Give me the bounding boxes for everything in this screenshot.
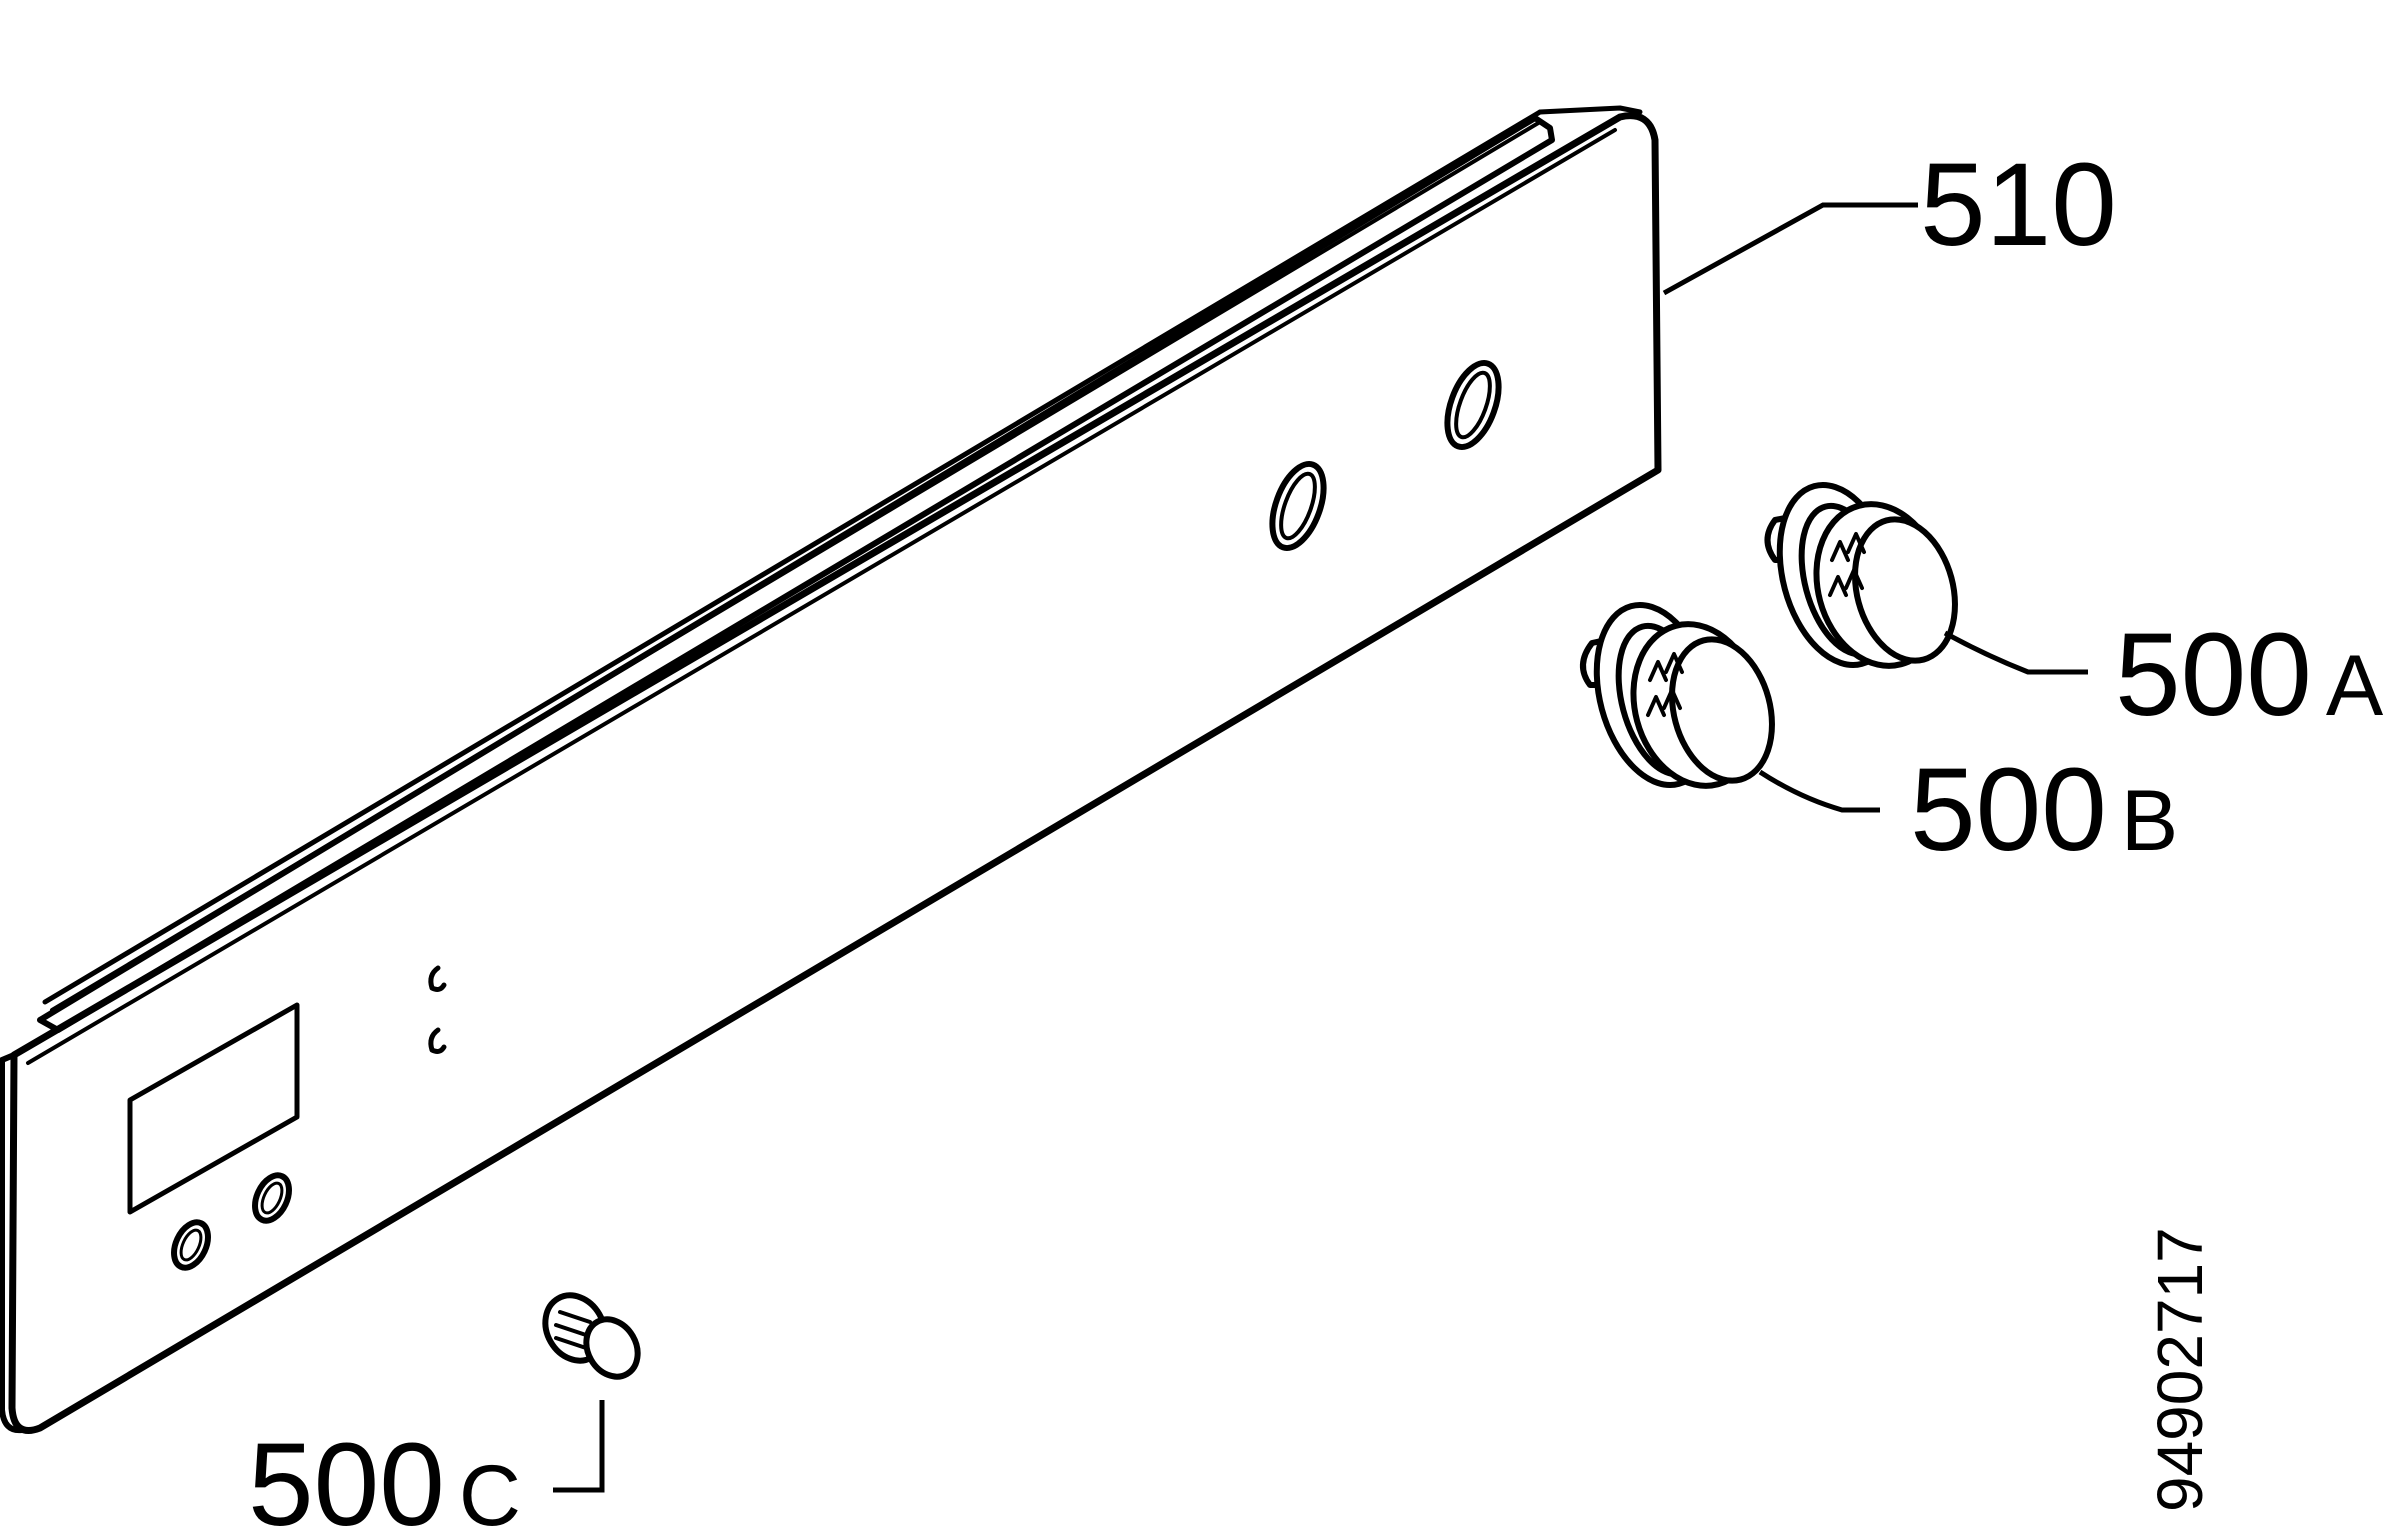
leader-500b [1758, 769, 1880, 813]
panel-left-edge [0, 1052, 25, 1434]
panel-button-right-inner [260, 1181, 284, 1215]
panel-top-rail-inner [50, 120, 1542, 1012]
document-number: 94902717 [2144, 1227, 2216, 1512]
leader-500a [1943, 630, 2088, 675]
leader-510 [1662, 202, 1918, 296]
knob-500c [542, 1292, 641, 1380]
panel-bevel [26, 128, 1617, 1065]
panel-hole-left [1269, 460, 1327, 552]
panel-button-left-inner [179, 1228, 203, 1262]
panel-rail-back [1537, 105, 1643, 115]
knob-500a-cap [1852, 516, 1958, 664]
knob-500c-cap [583, 1316, 641, 1380]
panel-indicator-top [428, 965, 447, 992]
control-panel [0, 105, 1662, 1434]
panel-hole-right-inner [1454, 370, 1492, 440]
panel-hole-left-inner [1279, 471, 1317, 541]
knob-500b [1580, 602, 1775, 789]
panel-indicator-bottom [428, 1027, 447, 1054]
knob-500b-grip [1646, 652, 1684, 717]
panel-face [8, 112, 1662, 1434]
panel-button-right [252, 1172, 292, 1224]
leader-lines [553, 202, 2088, 1493]
knob-500a [1764, 482, 1958, 669]
panel-display-window [127, 1002, 300, 1215]
leader-500c [553, 1400, 605, 1493]
panel-rail-lip [42, 109, 1543, 1005]
panel-hole-right [1444, 359, 1502, 451]
label-510: 510 [1920, 139, 2117, 271]
knob-500c-grip [554, 1310, 592, 1350]
knob-500b-cap [1669, 636, 1775, 784]
knob-500a-grip [1828, 532, 1866, 597]
panel-button-left [171, 1219, 211, 1271]
panel-top-rail [37, 115, 1555, 1033]
